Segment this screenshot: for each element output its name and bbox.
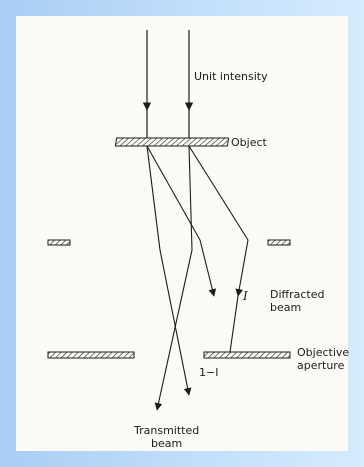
diffracted-ray-2c bbox=[229, 295, 239, 353]
label-objective-1: Objective bbox=[297, 346, 349, 359]
object-slab bbox=[114, 137, 230, 147]
diagram-frame bbox=[16, 16, 348, 451]
label-transmitted-2: beam bbox=[151, 437, 182, 450]
label-object: Object bbox=[231, 136, 268, 149]
diffracted-ray-1 bbox=[146, 145, 201, 241]
beam-paths bbox=[146, 145, 249, 411]
transmitted-ray-1 bbox=[146, 145, 161, 251]
label-diffracted-1: Diffracted bbox=[270, 288, 324, 301]
label-diffracted-2: beam bbox=[270, 301, 301, 314]
upper-aperture-left bbox=[47, 239, 71, 246]
label-unit-intensity: Unit intensity bbox=[194, 70, 268, 83]
objective-aperture-right bbox=[203, 351, 291, 359]
transmitted-ray-2 bbox=[188, 145, 193, 251]
incident-beams bbox=[142, 30, 194, 138]
upper-aperture-right bbox=[267, 239, 291, 246]
diffracted-ray-2b bbox=[235, 239, 249, 297]
label-objective-2: aperture bbox=[297, 359, 345, 372]
diffracted-ray-2 bbox=[188, 145, 249, 241]
transmitted-ray-2b bbox=[154, 249, 193, 411]
diffracted-ray-1b bbox=[199, 239, 217, 297]
label-transmitted-1: Transmitted bbox=[133, 424, 199, 437]
objective-aperture-left bbox=[47, 351, 135, 359]
transmitted-ray-1b bbox=[159, 249, 192, 396]
label-one-minus-I: 1−I bbox=[199, 366, 218, 379]
label-intensity-I: I bbox=[242, 289, 248, 303]
